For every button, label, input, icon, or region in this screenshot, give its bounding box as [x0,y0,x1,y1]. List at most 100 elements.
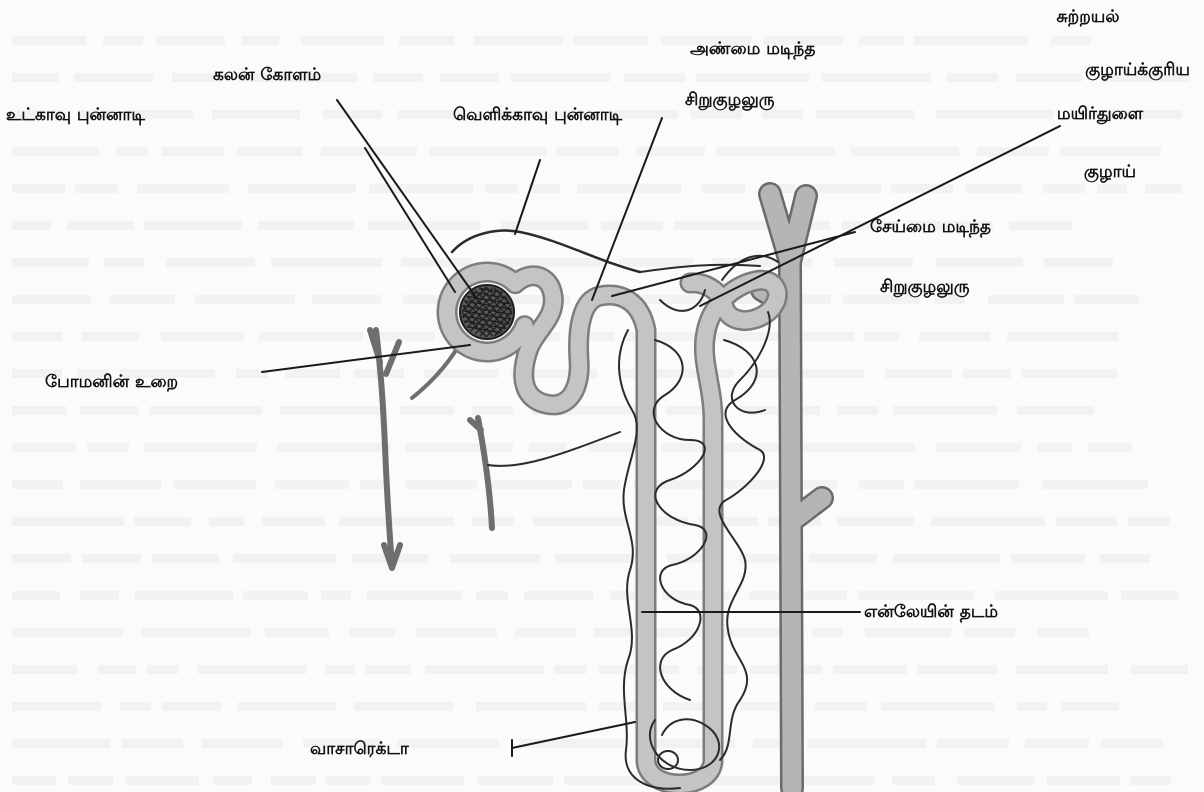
bleed-word [1011,554,1085,563]
bleed-word [450,554,540,563]
bleed-word [312,295,381,304]
bleed-word [1042,480,1148,489]
bleed-word [1097,184,1127,193]
bleed-word [487,480,572,489]
bleed-word [808,184,881,193]
bleed-word [931,517,1045,526]
bleed-word [833,665,907,674]
bleed-word [166,258,255,267]
bleed-word [285,369,340,378]
bleed-word [238,702,336,711]
bleed-word [851,147,959,156]
bleed-word [144,443,257,452]
bleed-word [917,665,997,674]
bleed-word [1043,184,1085,193]
bleed-word [636,147,705,156]
bleed-word [365,665,411,674]
bleed-word [12,295,91,304]
bleed-word [1016,665,1108,674]
bleed-word [152,554,219,563]
bleed-word [12,776,56,785]
label-peritubular-4: குழாய் [1084,162,1136,182]
bleed-word [963,369,1011,378]
bleed-word [476,702,586,711]
bleed-word [12,258,89,267]
bleed-word [397,739,499,748]
label-peritubular-3: மயிர்துளை [1057,104,1144,124]
bleed-word [696,73,809,82]
bleed-word [381,776,464,785]
bleed-word [425,665,544,674]
bleed-word [321,591,351,600]
bleed-word [369,184,473,193]
bleed-word [1131,665,1188,674]
bleed-word [1016,73,1082,82]
bleed-word [807,739,926,748]
bleed-word [367,591,462,600]
bleed-word [212,110,300,119]
bleed-word [12,332,62,341]
bleed-word [122,739,183,748]
bleed-word [375,332,435,341]
bleed-word [82,554,141,563]
bleed-word [142,628,250,637]
bleed-word [749,369,864,378]
label-vasa-recta: வாசாரெக்டா [310,739,410,759]
bleed-word [326,776,370,785]
bleed-word [815,702,867,711]
bleed-word [75,184,118,193]
bleed-word [104,258,144,267]
bleed-word [1088,443,1132,452]
bleed-word [277,443,390,452]
bleed-word [243,591,308,600]
bleed-word [74,73,153,82]
bleed-word [822,73,931,82]
bleed-word [237,147,302,156]
bleed-word [137,184,229,193]
bleed-word [648,628,712,637]
bleed-word [837,406,878,415]
bleed-word [236,369,268,378]
bleed-word [1101,739,1163,748]
bleed-word [147,665,178,674]
bleed-word [691,110,742,119]
bleed-word [881,702,994,711]
bleed-word [809,554,877,563]
bleed-word [524,591,593,600]
bleed-word [87,443,129,452]
bleed-word [716,147,835,156]
bleed-word [624,73,685,82]
bleed-word [373,73,423,82]
bleed-word [795,332,854,341]
bleed-word [440,73,499,82]
bleed-word [12,406,66,415]
bleed-word [891,184,953,193]
bleed-word [162,147,224,156]
bleed-word [406,443,513,452]
bleed-word [583,480,620,489]
bleed-word [12,443,76,452]
bleed-word [354,702,453,711]
bleed-word [966,184,1022,193]
bleed-word [12,739,110,748]
bleed-word [501,221,588,230]
bleed-word [474,36,563,45]
bleed-word [202,739,282,748]
bleed-word [995,591,1108,600]
bleed-word [577,184,681,193]
bleed-word [936,258,1023,267]
bleed-word [301,36,384,45]
bleed-word [1100,554,1150,563]
bleed-word [885,369,952,378]
bleed-word [1044,258,1113,267]
bleed-word [399,36,454,45]
bleed-word [1130,776,1171,785]
bleed-word [12,73,59,82]
bleed-word [478,776,553,785]
bleed-word [893,554,1000,563]
bleed-word [110,295,175,304]
label-distal-2: சிறுகுழலுரு [880,277,970,297]
bleed-word [80,591,119,600]
leader-proximal [592,118,662,300]
bleed-word [799,776,874,785]
